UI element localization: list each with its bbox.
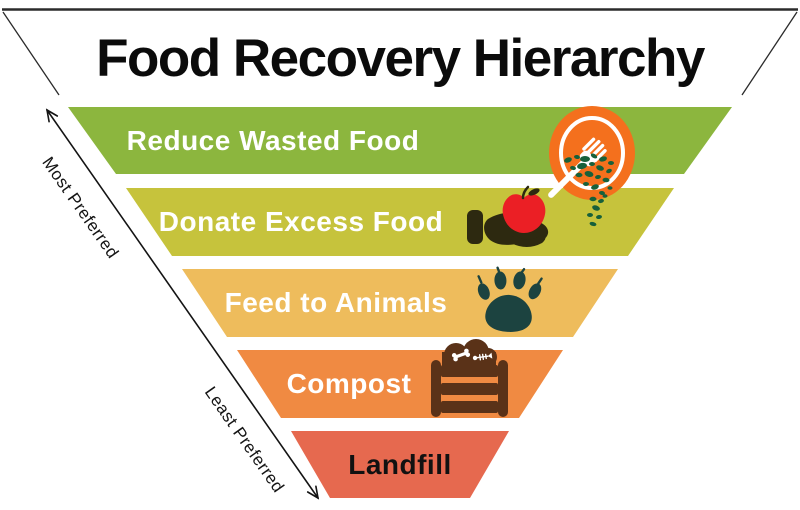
plate-fork-food-scraps-icon (548, 106, 635, 227)
bone-icon (451, 348, 471, 362)
level-feed-to-animals: Feed to Animals (182, 269, 618, 337)
arrowhead-down-icon (306, 485, 320, 500)
arrowhead-up-icon (45, 108, 59, 123)
outline-left-slant (2, 11, 60, 96)
level-landfill: Landfill (291, 431, 509, 498)
animal-paw-icon (477, 266, 543, 332)
level-donate-excess-food: Donate Excess Food (126, 188, 674, 256)
level-label: Landfill (348, 448, 452, 480)
level-reduce-wasted-food: Reduce Wasted Food (68, 107, 732, 174)
fingers-over-apple (511, 233, 546, 247)
preference-arrow (45, 108, 320, 500)
fish-skeleton-icon (472, 352, 493, 361)
outline-right-slant (741, 11, 798, 96)
apple (502, 185, 546, 233)
level-label: Compost (286, 368, 412, 399)
level-label: Donate Excess Food (158, 206, 444, 237)
hand-holding-apple-icon (467, 185, 549, 247)
compost-bin-icon (431, 339, 508, 417)
food-scraps (564, 153, 614, 227)
level-label: Reduce Wasted Food (126, 124, 420, 156)
page-title: Food Recovery Hierarchy (96, 29, 705, 88)
level-label: Feed to Animals (224, 287, 448, 318)
level-compost: Compost (237, 350, 563, 418)
